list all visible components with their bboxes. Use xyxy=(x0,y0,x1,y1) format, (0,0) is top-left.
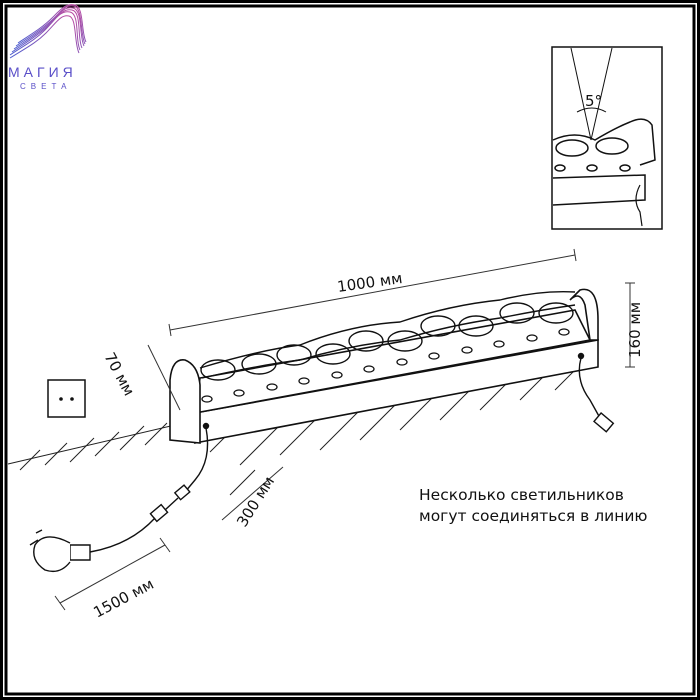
beam-angle-label: 5° xyxy=(585,92,602,110)
logo-subtitle: СВЕТА xyxy=(20,82,72,91)
caption-line-1: Несколько светильников xyxy=(419,486,624,504)
screw-holes xyxy=(201,328,570,403)
logo-name: МАГИЯ xyxy=(8,64,77,80)
logo-waves-icon xyxy=(9,4,87,59)
beam-angle-inset xyxy=(551,46,663,230)
caption-line-2: могут соединяться в линию xyxy=(419,507,648,525)
led-wall-washer-fixture xyxy=(169,288,599,444)
cable-short-dimension-label: 300 мм xyxy=(233,473,278,530)
wall-socket-icon xyxy=(47,379,86,418)
cable-long-dimension-label: 1500 мм xyxy=(90,575,156,622)
lens-ovals xyxy=(200,302,574,381)
power-cable xyxy=(29,352,615,573)
height-dimension-label: 160 мм xyxy=(626,302,644,358)
length-dimension-label: 1000 мм xyxy=(336,269,403,296)
dimension-lines xyxy=(54,248,635,611)
wall-floor xyxy=(7,359,586,496)
depth-dimension-label: 70 мм xyxy=(100,349,138,399)
